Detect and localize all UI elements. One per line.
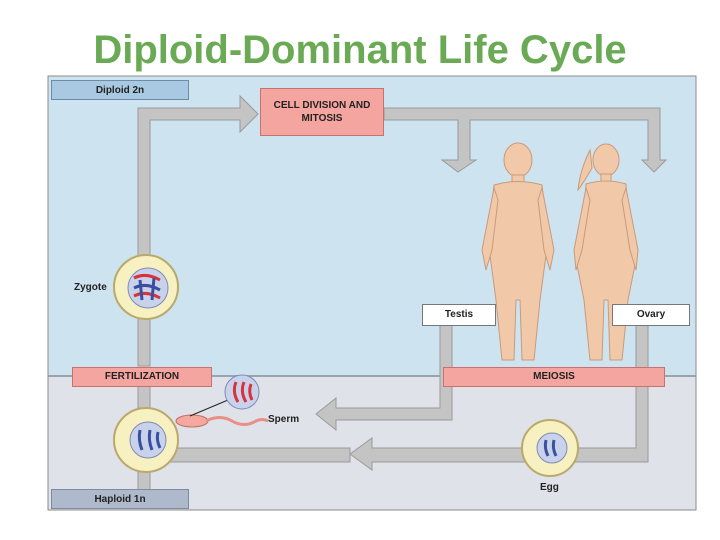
diploid-zone-label: Diploid 2n — [51, 80, 189, 100]
arrow-mitosis-to-adults — [383, 107, 668, 173]
arrow-egg-to-fertilization — [149, 447, 351, 463]
haploid-zone-label: Haploid 1n — [51, 489, 189, 509]
testis-label: Testis — [422, 304, 496, 326]
fertilization-stage-box: FERTILIZATION — [72, 367, 212, 387]
fertilization-stage-label: FERTILIZATION — [104, 371, 180, 382]
fertilization-cell — [113, 407, 179, 473]
meiosis-stage-label: MEIOSIS — [533, 371, 575, 382]
meiosis-stage-box: MEIOSIS — [443, 367, 665, 387]
sperm-cell — [175, 414, 269, 428]
egg-cell — [521, 419, 579, 477]
page-title: Diploid-Dominant Life Cycle — [93, 28, 627, 72]
arrow-fertilization-to-gametes — [137, 385, 151, 409]
zygote-cell — [113, 254, 179, 320]
arrow-testis-to-sperm — [315, 323, 453, 432]
arrow-fertilization-to-zygote — [137, 317, 151, 367]
arrow-zygote-to-mitosis — [137, 94, 259, 257]
sperm-nucleus-callout — [189, 374, 260, 417]
egg-label: Egg — [540, 482, 559, 493]
diagram-frame — [47, 75, 697, 511]
zygote-label: Zygote — [74, 282, 107, 293]
male-figure — [481, 142, 555, 361]
ovary-label: Ovary — [612, 304, 690, 326]
sperm-label: Sperm — [268, 414, 300, 425]
mitosis-stage-label: CELL DIVISION AND MITOSIS — [273, 100, 371, 124]
mitosis-stage-box: CELL DIVISION AND MITOSIS — [260, 88, 384, 136]
